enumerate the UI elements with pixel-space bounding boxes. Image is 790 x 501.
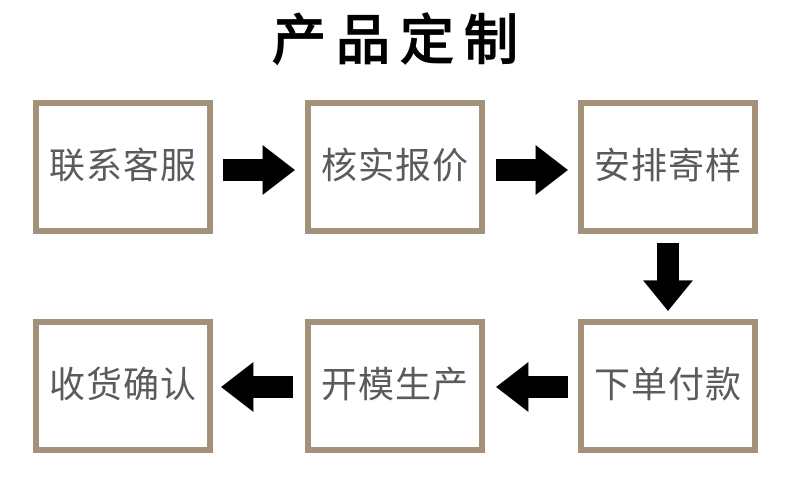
flow-step-6-box[interactable]: 收货确认 (33, 319, 213, 453)
flow-step-2-label: 核实报价 (320, 146, 469, 187)
flow-step-5-box[interactable]: 开模生产 (305, 319, 485, 453)
flow-step-2-box[interactable]: 核实报价 (305, 100, 485, 234)
arrow-down-icon-1 (643, 243, 693, 311)
arrow-right-icon-2 (496, 145, 568, 195)
flow-step-6-label: 收货确认 (48, 365, 197, 406)
flow-step-1-label: 联系客服 (48, 146, 197, 187)
flow-step-1-box[interactable]: 联系客服 (33, 100, 213, 234)
arrow-left-icon-2 (221, 362, 293, 412)
flow-step-4-label: 下单付款 (593, 365, 742, 406)
flow-step-3-label: 安排寄样 (593, 146, 742, 187)
arrow-left-icon-1 (496, 362, 568, 412)
flow-step-3-box[interactable]: 安排寄样 (578, 100, 758, 234)
flow-step-4-box[interactable]: 下单付款 (578, 319, 758, 453)
arrow-right-icon-1 (223, 145, 295, 195)
page-title: 产品定制 (272, 9, 528, 72)
flow-step-5-label: 开模生产 (320, 365, 469, 406)
